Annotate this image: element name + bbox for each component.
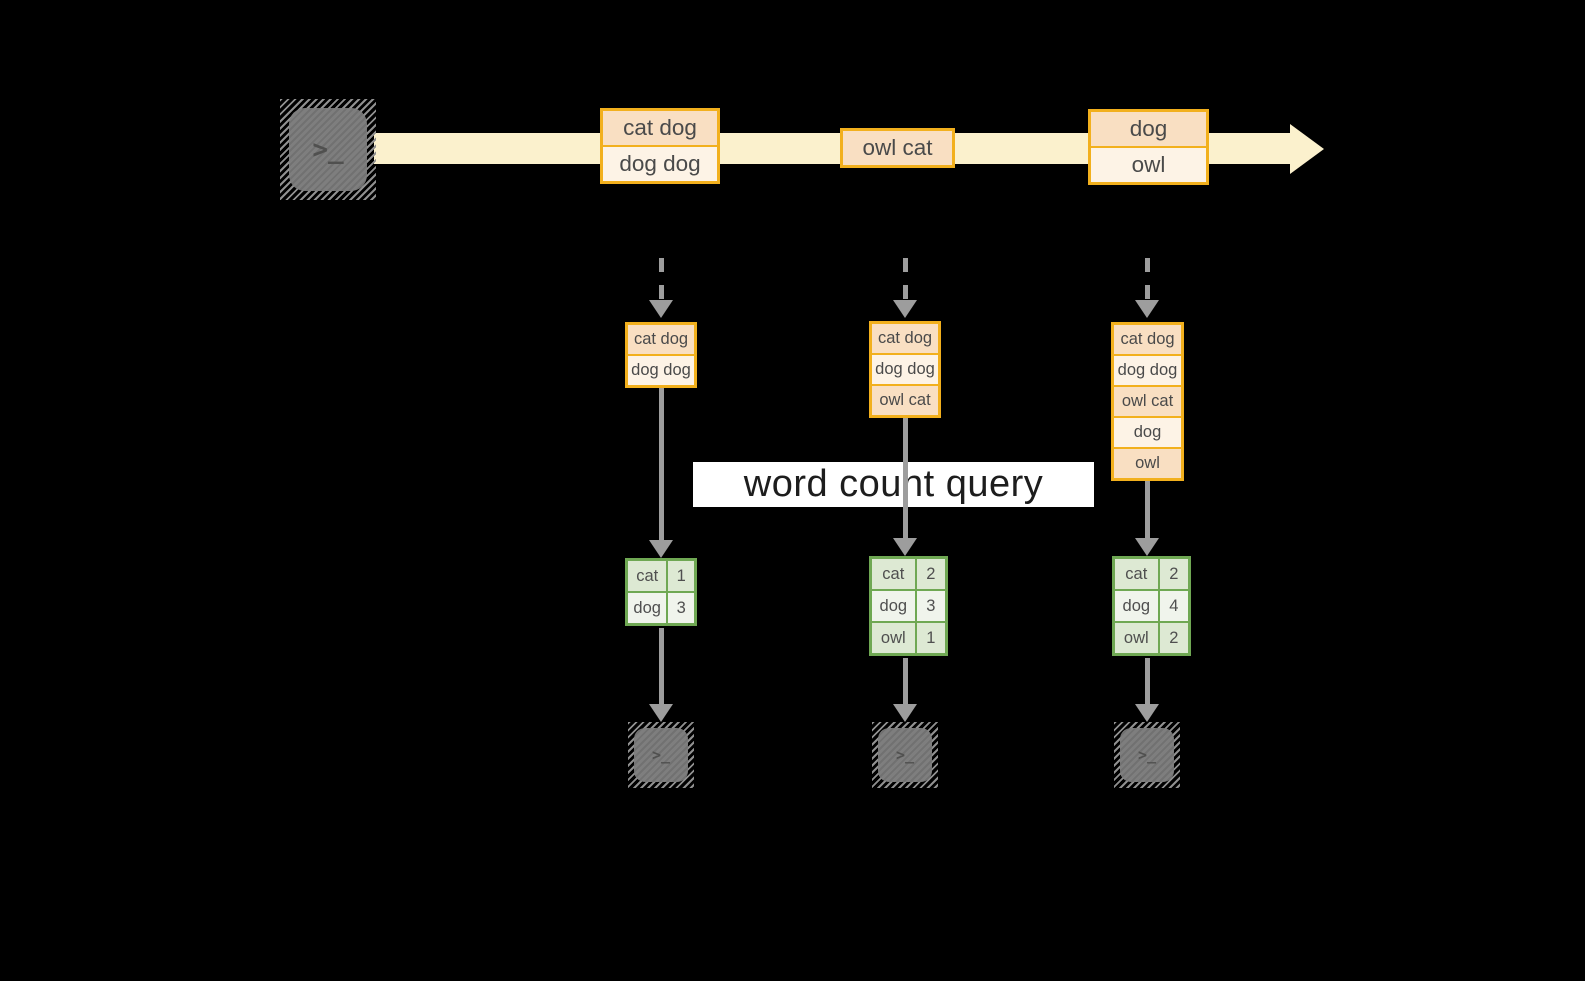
arrowhead-icon <box>893 704 917 722</box>
arrowhead-icon <box>893 538 917 556</box>
consumer-terminal-icon-2: >_ <box>872 722 938 788</box>
event-record: dog <box>1091 112 1206 146</box>
count-table-3: cat 2 dog 4 owl 2 <box>1112 556 1191 656</box>
event-record: owl cat <box>843 131 952 165</box>
buffer-record: owl <box>1114 449 1181 478</box>
count-cell: 3 <box>668 593 694 623</box>
output-arrow-3 <box>1135 658 1159 722</box>
stream-event-1: cat dog dog dog <box>600 108 720 184</box>
ingest-arrow-3 <box>1135 258 1159 318</box>
arrowhead-icon <box>649 704 673 722</box>
count-cell: 2 <box>1159 559 1188 589</box>
count-cell: 1 <box>916 623 945 653</box>
count-table-1: cat 1 dog 3 <box>625 558 697 626</box>
word-cell: dog <box>872 591 915 621</box>
count-table-2: cat 2 dog 3 owl 1 <box>869 556 948 656</box>
count-cell: 4 <box>1159 591 1188 621</box>
record-buffer-1: cat dog dog dog <box>625 322 697 388</box>
count-cell: 2 <box>916 559 945 589</box>
query-banner: word count query <box>693 462 1094 507</box>
terminal-prompt: >_ <box>878 728 932 782</box>
record-buffer-3: cat dog dog dog owl cat dog owl <box>1111 322 1184 481</box>
arrowhead-icon <box>893 300 917 318</box>
output-arrow-1 <box>649 628 673 722</box>
arrowhead-icon <box>1135 538 1159 556</box>
buffer-record: cat dog <box>1114 325 1181 354</box>
word-cell: cat <box>1115 559 1158 589</box>
arrowhead-icon <box>649 540 673 558</box>
buffer-record: owl cat <box>872 386 938 415</box>
word-cell: cat <box>872 559 915 589</box>
event-record: cat dog <box>603 111 717 145</box>
query-arrow-2 <box>893 418 917 556</box>
buffer-record: owl cat <box>1114 387 1181 416</box>
count-cell: 3 <box>916 591 945 621</box>
word-cell: cat <box>628 561 667 591</box>
buffer-record: dog dog <box>872 355 938 384</box>
consumer-terminal-icon-3: >_ <box>1114 722 1180 788</box>
record-buffer-2: cat dog dog dog owl cat <box>869 321 941 418</box>
buffer-record: cat dog <box>872 324 938 353</box>
word-cell: dog <box>628 593 667 623</box>
terminal-prompt: >_ <box>289 108 367 191</box>
buffer-record: dog <box>1114 418 1181 447</box>
terminal-prompt: >_ <box>634 728 688 782</box>
stream-timeline-arrowhead-icon <box>1290 124 1324 174</box>
source-terminal-icon: >_ <box>280 99 376 200</box>
query-arrow-3 <box>1135 481 1159 556</box>
event-record: owl <box>1091 148 1206 182</box>
buffer-record: cat dog <box>628 325 694 354</box>
word-cell: owl <box>1115 623 1158 653</box>
word-cell: dog <box>1115 591 1158 621</box>
output-arrow-2 <box>893 658 917 722</box>
consumer-terminal-icon-1: >_ <box>628 722 694 788</box>
query-arrow-1 <box>649 388 673 558</box>
arrowhead-icon <box>1135 704 1159 722</box>
terminal-prompt: >_ <box>1120 728 1174 782</box>
buffer-record: dog dog <box>628 356 694 385</box>
event-record: dog dog <box>603 147 717 181</box>
buffer-record: dog dog <box>1114 356 1181 385</box>
ingest-arrow-2 <box>893 258 917 318</box>
count-cell: 2 <box>1159 623 1188 653</box>
arrowhead-icon <box>1135 300 1159 318</box>
arrowhead-icon <box>649 300 673 318</box>
stream-event-2: owl cat <box>840 128 955 168</box>
stream-event-3: dog owl <box>1088 109 1209 185</box>
word-cell: owl <box>872 623 915 653</box>
ingest-arrow-1 <box>649 258 673 318</box>
count-cell: 1 <box>668 561 694 591</box>
